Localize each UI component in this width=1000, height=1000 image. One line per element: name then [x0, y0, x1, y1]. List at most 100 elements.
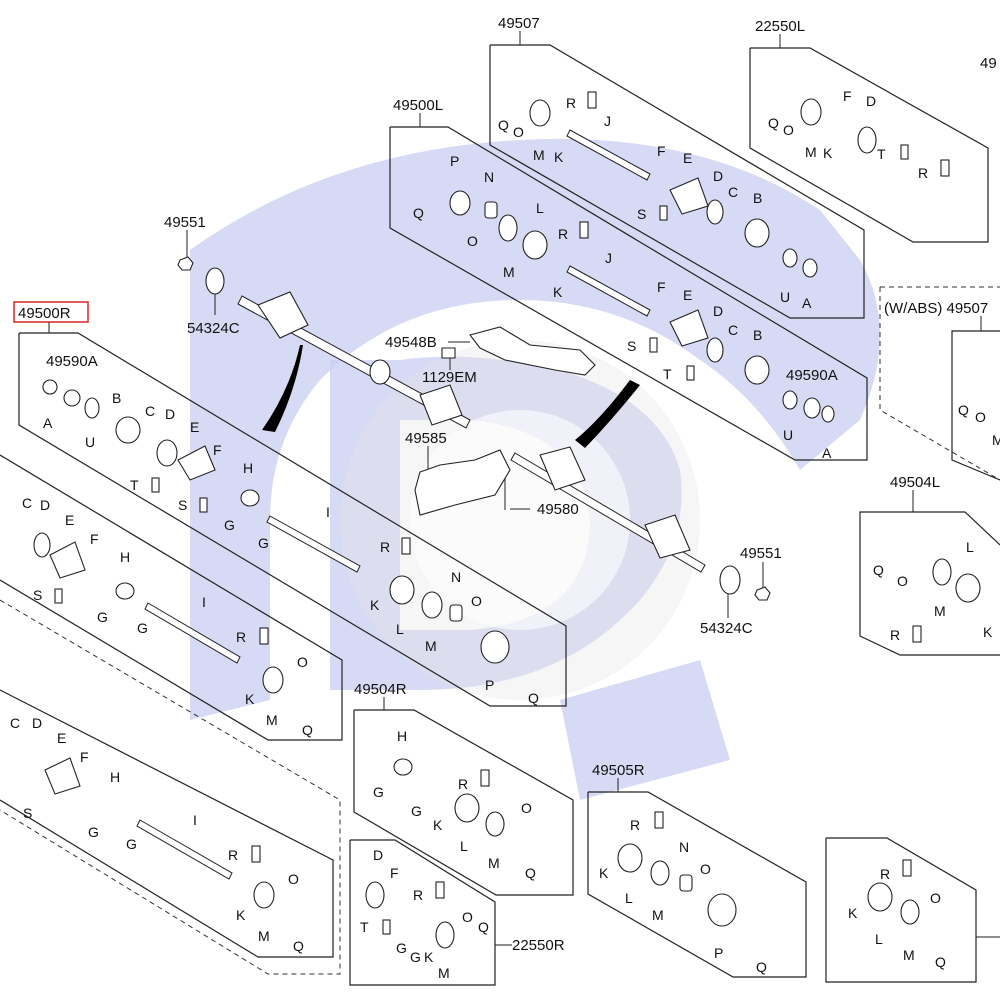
svg-text:K: K	[370, 597, 380, 613]
label-54324c-top[interactable]: 54324C	[187, 320, 240, 337]
svg-text:D: D	[713, 168, 723, 184]
svg-text:G: G	[410, 949, 421, 965]
svg-text:M: M	[992, 432, 1000, 448]
assembly-label-49507[interactable]: 49507	[498, 15, 540, 32]
assembly-49504l[interactable]: 49504L QO M L K R	[859, 474, 1000, 656]
svg-text:M: M	[503, 264, 515, 280]
pointer-arrow-2	[575, 380, 640, 448]
svg-text:C: C	[728, 184, 738, 200]
svg-text:M: M	[438, 965, 450, 981]
loose-parts: 49551 54324C 49548B 1129EM 49585 49580 5…	[164, 214, 782, 637]
svg-text:O: O	[700, 861, 711, 877]
svg-text:E: E	[65, 512, 74, 528]
svg-text:L: L	[875, 931, 883, 947]
assembly-49505r[interactable]: 49505R R K L M N O P Q	[587, 762, 807, 978]
svg-text:D: D	[713, 303, 723, 319]
svg-text:O: O	[521, 800, 532, 816]
svg-text:O: O	[297, 654, 308, 670]
assembly-label-49500r[interactable]: 49500R	[18, 305, 71, 322]
svg-text:F: F	[213, 442, 222, 458]
assembly-label-49500l[interactable]: 49500L	[393, 97, 443, 114]
svg-text:I: I	[202, 594, 206, 610]
svg-text:J: J	[605, 250, 612, 266]
assembly-label-49507-abs[interactable]: (W/ABS) 49507	[884, 300, 988, 317]
svg-text:P: P	[485, 677, 494, 693]
svg-text:I: I	[193, 812, 197, 828]
svg-text:M: M	[903, 947, 915, 963]
svg-text:F: F	[80, 749, 89, 765]
svg-text:Q: Q	[293, 938, 304, 954]
svg-text:R: R	[566, 95, 576, 111]
label-49551-top[interactable]: 49551	[164, 214, 206, 231]
svg-text:K: K	[433, 817, 443, 833]
svg-text:R: R	[630, 817, 640, 833]
svg-text:C: C	[10, 715, 20, 731]
svg-text:Q: Q	[525, 865, 536, 881]
svg-text:R: R	[236, 629, 246, 645]
svg-text:R: R	[918, 165, 928, 181]
svg-text:Q: Q	[768, 115, 779, 131]
label-54324c-right[interactable]: 54324C	[700, 620, 753, 637]
label-49551-right[interactable]: 49551	[740, 545, 782, 562]
label-49585[interactable]: 49585	[405, 430, 447, 447]
svg-text:T: T	[360, 919, 369, 935]
svg-text:R: R	[890, 627, 900, 643]
partial-label-49: 49	[980, 55, 997, 72]
svg-text:D: D	[373, 847, 383, 863]
assembly-label-22550r[interactable]: 22550R	[512, 937, 565, 954]
svg-text:S: S	[33, 587, 42, 603]
svg-text:L: L	[966, 539, 974, 555]
label-49548b[interactable]: 49548B	[385, 334, 437, 351]
assembly-49505l[interactable]: R K L M OQ	[825, 837, 1000, 983]
svg-text:U: U	[780, 289, 790, 305]
svg-text:M: M	[488, 855, 500, 871]
svg-text:O: O	[930, 890, 941, 906]
svg-text:K: K	[848, 905, 858, 921]
svg-text:D: D	[32, 715, 42, 731]
svg-text:Q: Q	[958, 402, 969, 418]
svg-text:G: G	[126, 836, 137, 852]
svg-text:K: K	[553, 284, 563, 300]
assembly-label-49504l[interactable]: 49504L	[890, 474, 940, 491]
svg-text:R: R	[558, 226, 568, 242]
svg-text:R: R	[413, 887, 423, 903]
svg-text:R: R	[380, 539, 390, 555]
svg-text:D: D	[165, 406, 175, 422]
assembly-label-49505r[interactable]: 49505R	[592, 762, 645, 779]
svg-text:O: O	[897, 573, 908, 589]
svg-text:Q: Q	[498, 117, 509, 133]
svg-text:M: M	[805, 144, 817, 160]
svg-text:R: R	[228, 847, 238, 863]
assembly-label-49504r[interactable]: 49504R	[354, 681, 407, 698]
svg-text:F: F	[657, 279, 666, 295]
svg-text:E: E	[57, 730, 66, 746]
svg-text:C: C	[145, 403, 155, 419]
assembly-49504r[interactable]: 49504R H GG K R L M OQ	[353, 681, 574, 896]
svg-text:B: B	[753, 327, 762, 343]
svg-text:T: T	[663, 366, 672, 382]
svg-text:K: K	[983, 624, 993, 640]
svg-text:Q: Q	[528, 690, 539, 706]
svg-text:N: N	[451, 569, 461, 585]
svg-text:F: F	[390, 865, 399, 881]
svg-text:Q: Q	[756, 959, 767, 975]
svg-text:T: T	[877, 146, 886, 162]
assembly-label-22550l[interactable]: 22550L	[755, 18, 805, 35]
svg-text:M: M	[425, 638, 437, 654]
label-1129em[interactable]: 1129EM	[422, 369, 477, 386]
svg-text:U: U	[783, 427, 793, 443]
svg-text:K: K	[424, 949, 434, 965]
svg-text:A: A	[43, 415, 53, 431]
svg-text:Q: Q	[413, 205, 424, 221]
svg-text:H: H	[243, 460, 253, 476]
svg-text:M: M	[258, 928, 270, 944]
label-49580[interactable]: 49580	[537, 501, 579, 518]
